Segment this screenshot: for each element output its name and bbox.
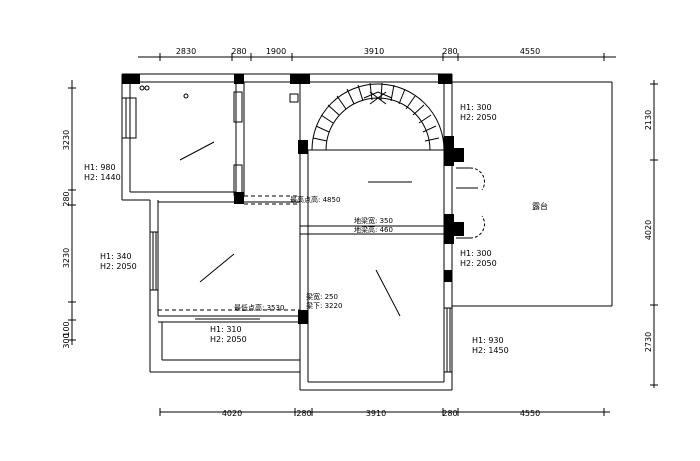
dim-right-1: 2130 — [644, 110, 653, 130]
label-h1-300-b: H1: 300 — [460, 249, 492, 258]
label-h2-2050-c: H2: 2050 — [460, 113, 497, 122]
bottom-dimension-line — [159, 408, 610, 416]
label-h1-340: H1: 340 — [100, 252, 132, 261]
dim-bottom-4: 280 — [442, 409, 457, 418]
dim-left-2: 280 — [62, 191, 71, 206]
fixtures — [139, 85, 299, 103]
top-dimension-line — [138, 53, 616, 61]
label-h1-310: H1: 310 — [210, 325, 242, 334]
label-h2-1440: H2: 1440 — [84, 173, 121, 182]
label-h1-930: H1: 930 — [472, 336, 504, 345]
label-h1-980: H1: 980 — [84, 163, 116, 172]
dim-top-4: 3910 — [364, 47, 384, 56]
dim-bottom-5: 4550 — [520, 409, 540, 418]
label-lowest-point: 最低点高: 3530 — [234, 303, 284, 312]
annotation-labels: H1: 980 H2: 1440 H1: 340 H2: 2050 H1: 31… — [84, 103, 548, 355]
label-beam-250: 梁宽: 250 — [306, 292, 338, 301]
window-right — [443, 307, 453, 373]
dim-bottom-1: 4020 — [222, 409, 242, 418]
label-h2-2050-a: H2: 2050 — [100, 262, 137, 271]
right-dimension-line — [650, 80, 658, 388]
window-left-upper — [121, 97, 137, 139]
terrace-door — [456, 167, 485, 239]
dim-right-2: 4020 — [644, 220, 653, 240]
dim-left-1: 3230 — [62, 130, 71, 150]
dim-top-1: 2830 — [176, 47, 196, 56]
dim-left-4: 100 — [62, 321, 71, 336]
direction-marks — [179, 141, 412, 317]
dim-left-3: 3230 — [62, 248, 71, 268]
dashed-beam-lines — [158, 150, 301, 311]
dim-top-3: 1900 — [266, 47, 286, 56]
dim-bottom-3: 3910 — [366, 409, 386, 418]
window-bottom-left — [195, 315, 260, 320]
dim-left-5: 300 — [62, 333, 71, 348]
dimension-labels: 2830 280 1900 3910 280 4550 4020 280 391… — [62, 47, 653, 418]
dim-top-5: 280 — [442, 47, 457, 56]
structural-columns — [122, 74, 464, 324]
dim-bottom-2: 280 — [296, 409, 311, 418]
spiral-stair — [311, 82, 445, 151]
window-left-lower — [149, 231, 159, 291]
label-beam-below: 梁下: 3220 — [306, 301, 342, 310]
label-beam-width: 地梁宽: 350 — [354, 216, 393, 225]
label-ceiling-point: 最高点高: 4850 — [290, 195, 340, 204]
label-terrace: 露台 — [532, 201, 548, 211]
label-beam-height: 地梁高: 460 — [354, 225, 393, 234]
label-h2-2050-b: H2: 2050 — [210, 335, 247, 344]
dim-top-6: 4550 — [520, 47, 540, 56]
left-dimension-line — [68, 80, 76, 345]
dim-right-3: 2730 — [644, 332, 653, 352]
label-h1-300-a: H1: 300 — [460, 103, 492, 112]
label-h2-2050-d: H2: 2050 — [460, 259, 497, 268]
dim-top-2: 280 — [231, 47, 246, 56]
window-room1-interior — [233, 91, 243, 196]
label-h2-1450: H2: 1450 — [472, 346, 509, 355]
